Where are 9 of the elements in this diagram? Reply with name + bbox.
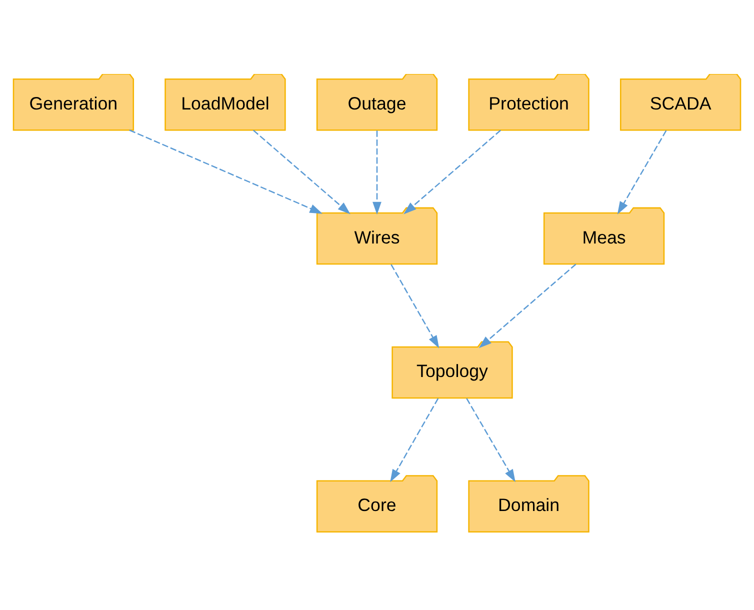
arrow	[252, 129, 350, 214]
arrow	[390, 398, 439, 482]
arrow	[129, 129, 323, 214]
arrow	[466, 398, 516, 482]
arrow	[617, 130, 667, 214]
arrow	[390, 264, 440, 348]
arrow	[372, 130, 382, 214]
arrow	[404, 129, 502, 214]
arrow	[478, 263, 576, 348]
